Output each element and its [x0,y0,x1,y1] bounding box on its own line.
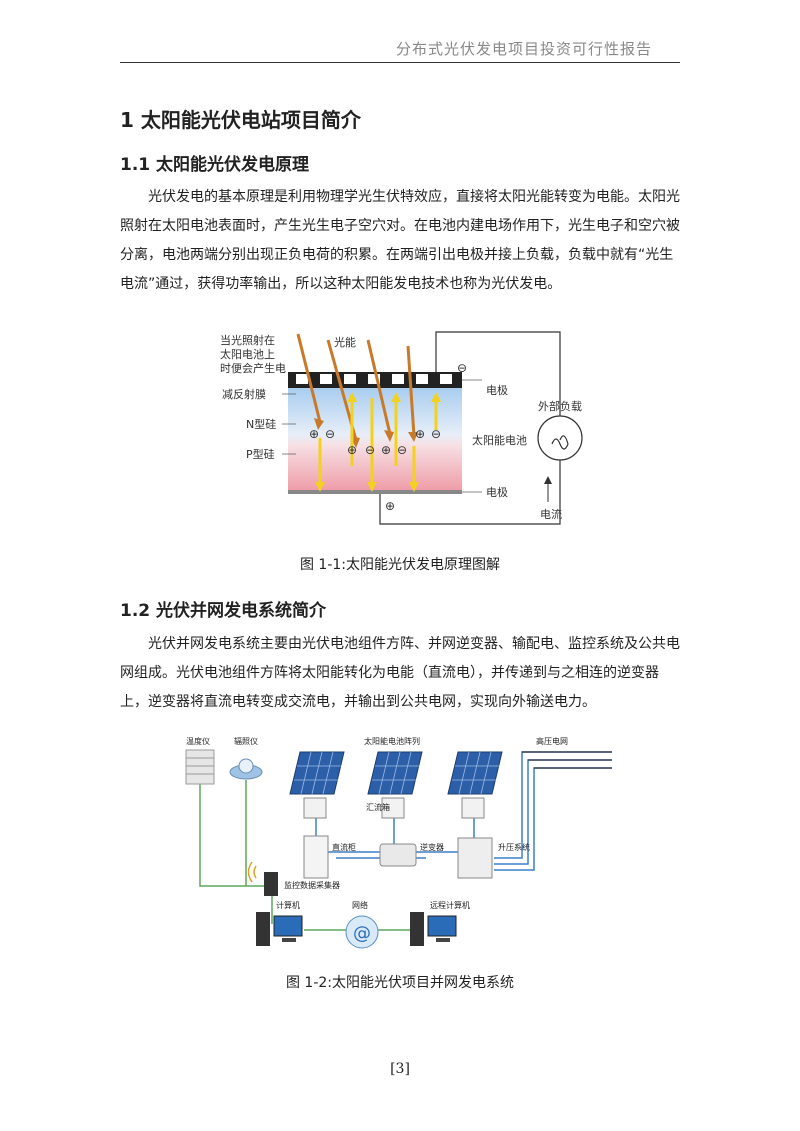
computer-icon [256,912,303,946]
grid-label: 高压电网 [536,736,568,746]
grid-connected-system-diagram: 温度仪 辐照仪 太阳能电池阵列 高压电网 汇流箱 直流柜 逆变器 升压系统 监控… [185,736,612,949]
dc-cabinet-icon [303,835,329,879]
figure-2-caption: 图 1-2:太阳能光伏项目并网发电系统 [285,975,515,991]
solar-array-label: 太阳能电池阵列 [364,736,420,746]
charge-minus-3: ⊖ [397,443,407,457]
external-load-label: 外部负载 [538,399,582,413]
combiner-box-icons [303,797,485,819]
sunlight-note-line3: 时便会产生电 [220,361,286,375]
charge-minus-2: ⊖ [365,443,375,457]
bottom-plus: ⊕ [385,499,395,513]
bottom-electrode-label: 电极 [486,485,508,499]
charge-plus-2: ⊕ [347,443,357,457]
charge-minus-1: ⊖ [325,427,335,441]
step-up-icon [457,837,493,879]
network-icon [345,915,379,949]
section-1-2-paragraph: 光伏并网发电系统主要由光伏电池组件方阵、并网逆变器、输配电、监控系统及公共电网组… [120,630,680,717]
inverter-icon [379,843,417,867]
irradiance-meter-icon [229,758,263,780]
header-title: 分布式光伏发电项目投资可行性报告 [395,40,652,58]
section-1-2-paragraph-text: 光伏并网发电系统主要由光伏电池组件方阵、并网逆变器、输配电、监控系统及公共电网组… [120,636,680,710]
section-1-2-heading: 1.2 光伏并网发电系统简介 [120,601,327,621]
light-energy-label: 光能 [334,335,356,349]
thermometer-icon [185,749,215,785]
external-circuit [379,331,583,525]
inverter-label: 逆变器 [420,842,444,852]
solar-array-icons [289,751,503,795]
page-number: [3] [390,1061,410,1077]
bottom-electrode [288,490,462,494]
figure-1-caption: 图 1-1:太阳能光伏发电原理图解 [299,557,501,573]
charge-plus-3: ⊕ [381,443,391,457]
sunlight-note-line1: 当光照射在 [220,333,275,347]
pv-principle-diagram: ⊕ ⊖ ⊕ ⊖ ⊕ ⊖ ⊕ ⊖ ⊖ ⊕ 当光照射在 太阳电池上 时便会产生电 光… [220,331,583,525]
page-header: 分布式光伏发电项目投资可行性报告 [120,38,680,63]
top-electrode-label: 电极 [486,383,508,397]
current-label: 电流 [540,507,562,521]
monitor-wiring [199,780,414,931]
remote-computer-icon [410,912,457,946]
n-silicon-label: N型硅 [246,417,276,431]
section-1-1-heading: 1.1 太阳能光伏发电原理 [120,155,310,175]
network-symbol: @ [353,923,371,944]
section-1-1-paragraph: 光伏发电的基本原理是利用物理学光生伏特效应，直接将太阳光能转变为电能。太阳光照射… [120,183,680,299]
computer-label: 计算机 [276,900,300,910]
carrier-arrows [318,398,438,486]
solar-cell-label: 太阳能电池 [472,433,527,447]
charge-plus-4: ⊕ [415,427,425,441]
top-minus: ⊖ [457,361,467,375]
data-collector-icon [247,861,278,896]
step-up-label: 升压系统 [498,842,530,852]
charge-minus-4: ⊖ [431,427,441,441]
section-1-1-paragraph-text: 光伏发电的基本原理是利用物理学光生伏特效应，直接将太阳光能转变为电能。太阳光照射… [120,189,680,292]
charge-plus-1: ⊕ [309,427,319,441]
section-1-heading: 1 太阳能光伏电站项目简介 [120,108,361,132]
p-silicon-label: P型硅 [246,447,275,461]
data-collector-label: 监控数据采集器 [284,880,340,890]
remote-computer-label: 远程计算机 [430,900,470,910]
combiner-box-label: 汇流箱 [366,802,390,812]
sunlight-note-line2: 太阳电池上 [220,348,275,361]
irradiance-meter-label: 辐照仪 [234,736,258,746]
dc-cabinet-label: 直流柜 [332,842,356,852]
thermometer-label: 温度仪 [186,736,210,746]
anti-reflection-label: 减反射膜 [222,387,266,401]
network-label: 网络 [352,900,368,910]
